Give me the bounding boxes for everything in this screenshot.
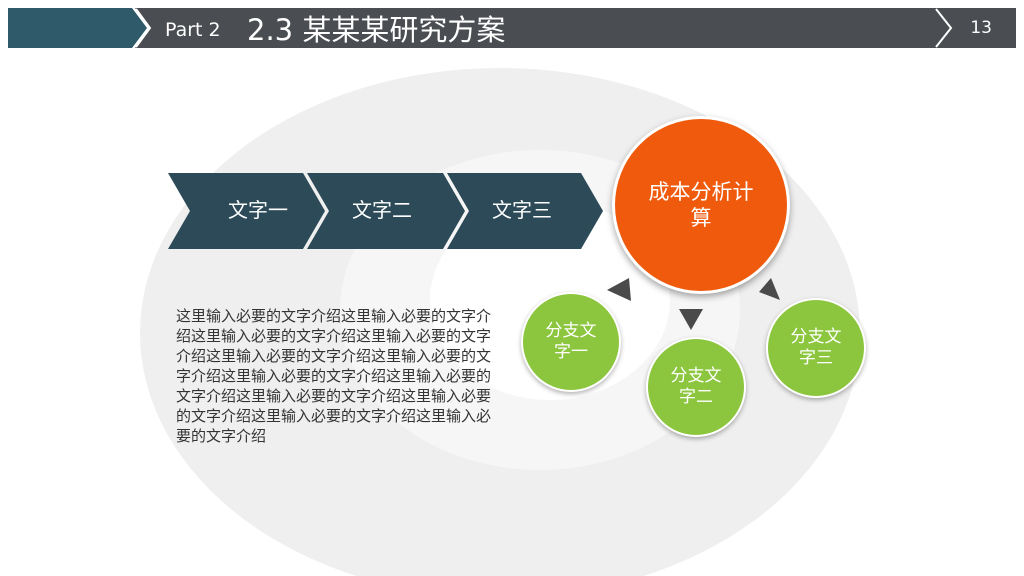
- flow-arrow-2: [307, 173, 465, 249]
- pointer-right-icon: [759, 278, 780, 300]
- header-chevron-right-icon: [935, 8, 953, 48]
- branch-node-1-label: 分支文字一: [545, 321, 597, 362]
- body-text-paragraph: 这里输入必要的文字介绍这里输入必要的文字介绍这里输入必要的文字介绍这里输入必要的…: [176, 307, 492, 445]
- flow-step-3-label: 文字三: [492, 198, 552, 222]
- header-teal-tab: [8, 8, 147, 48]
- part-label: Part 2: [165, 19, 221, 41]
- section-title: 2.3 某某某研究方案: [247, 13, 506, 47]
- page-number: 13: [970, 18, 992, 38]
- flow-arrow-1: [168, 173, 325, 249]
- branch-node-3: 分支文字三: [766, 298, 866, 398]
- flow-arrow-3: [447, 173, 603, 249]
- center-node-label: 成本分析计算: [648, 180, 754, 230]
- flow-step-1-label: 文字一: [228, 198, 288, 222]
- header-chevron-left-icon: [135, 8, 152, 48]
- branch-node-2: 分支文字二: [646, 337, 746, 437]
- header-gray-bar: [135, 8, 1016, 48]
- branch-node-2-label: 分支文字二: [670, 366, 722, 407]
- pointer-down-icon: [679, 309, 703, 330]
- center-node: 成本分析计算: [612, 116, 790, 294]
- pointer-left-icon: [607, 278, 631, 301]
- flow-step-2-label: 文字二: [352, 198, 412, 222]
- branch-node-1: 分支文字一: [521, 292, 621, 392]
- header-bar: [8, 8, 1016, 48]
- branch-node-3-label: 分支文字三: [790, 327, 842, 368]
